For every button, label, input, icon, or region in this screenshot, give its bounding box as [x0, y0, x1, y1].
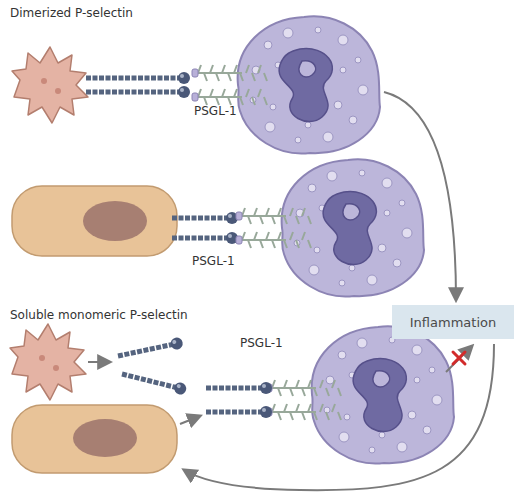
- platelet: [12, 47, 88, 123]
- blocked-arrow: [446, 346, 472, 372]
- p-selectin-monomer: [121, 368, 188, 396]
- label-text: Dimerized P-selectin: [10, 6, 133, 20]
- neutrophil: [238, 16, 380, 153]
- label-text: PSGL-1: [192, 254, 235, 268]
- release-arrow: [88, 361, 110, 363]
- neutrophil: [282, 159, 424, 296]
- cell-nucleus: [73, 419, 137, 457]
- endothelial-cell: [12, 405, 177, 473]
- feedback-arrow: [184, 344, 494, 490]
- p-selectin-dimer: [172, 212, 238, 224]
- label-text: Soluble monomeric P-selectin: [10, 308, 188, 322]
- psgl1-molecule: [266, 380, 341, 420]
- p-selectin-monomer: [117, 336, 184, 361]
- p-selectin-monomer: [206, 406, 272, 418]
- platelet: [10, 324, 86, 400]
- endothelial-cell: [12, 186, 177, 256]
- p-selectin-dimer: [86, 72, 190, 84]
- p-selectin-dimer: [86, 86, 190, 98]
- flow-arrow: [384, 92, 456, 300]
- label-text: PSGL-1: [194, 104, 237, 118]
- release-arrow: [180, 416, 200, 424]
- psgl1-molecule: [192, 65, 267, 105]
- node-text: Inflammation: [410, 315, 496, 330]
- psgl1-molecule: [236, 208, 311, 248]
- outcome-box: Inflammation: [392, 305, 514, 339]
- cell-nucleus: [83, 201, 147, 241]
- p-selectin-monomer: [206, 382, 272, 394]
- p-selectin-dimer: [172, 232, 238, 244]
- label-text: PSGL-1: [240, 336, 283, 350]
- block-cross: [453, 352, 465, 364]
- neutrophil: [312, 326, 454, 463]
